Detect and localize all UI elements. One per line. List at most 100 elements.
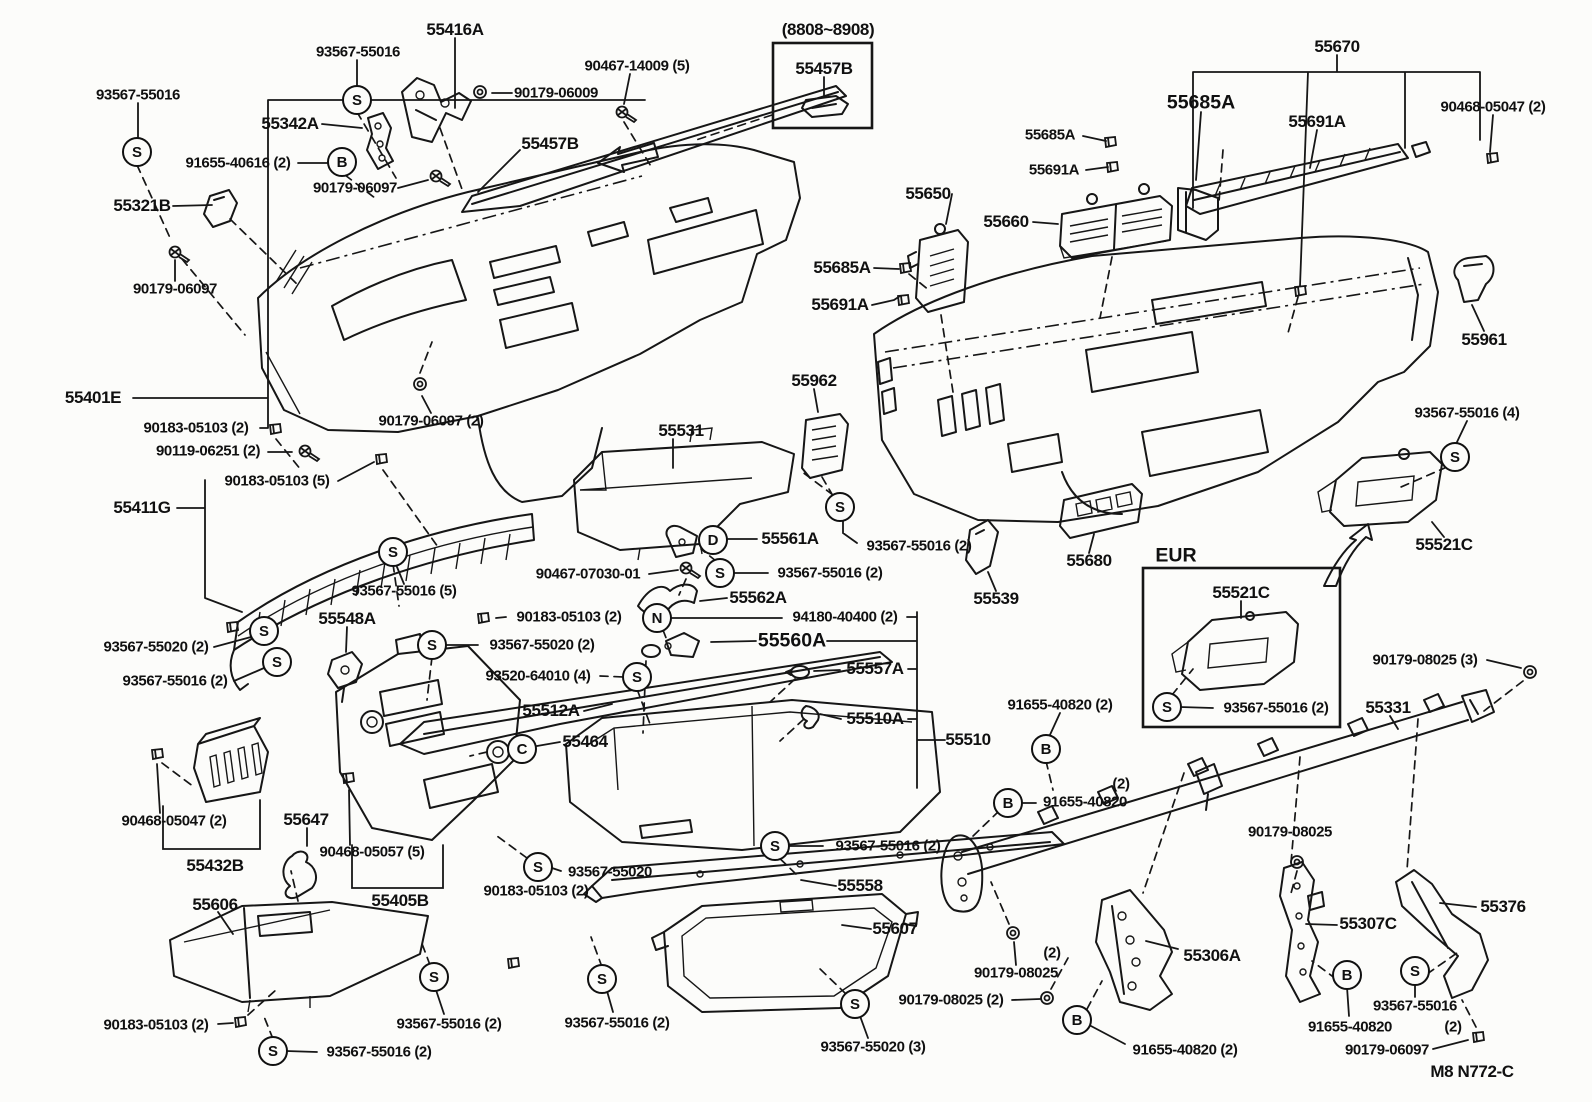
part-number-label: 55685A <box>1166 91 1236 114</box>
fastener-part-number: 93520-64010 (4) <box>485 667 591 685</box>
part-number-label: 55401E <box>64 388 122 407</box>
part-number-label: 55539 <box>973 589 1019 608</box>
part-55531-upper-tray <box>573 427 795 561</box>
fastener-callout-b: B <box>327 147 357 177</box>
part-number-label: 55691A <box>811 295 869 314</box>
part-55510a-clip <box>800 705 820 730</box>
fastener-part-number: 93567-55020 <box>567 863 653 881</box>
fastener-part-number: 90183-05103 (2) <box>483 882 589 900</box>
part-55670-defroster-garnish <box>1177 141 1431 241</box>
part-number-label: 55321B <box>113 196 171 215</box>
curved-arrow-icon <box>1323 523 1373 587</box>
fastener-part-number: 93567-55016 (2) <box>866 537 972 555</box>
part-number-label: 55411G <box>113 498 171 517</box>
part-55416a-bracket <box>401 77 472 143</box>
fastener-callout-s: S <box>1440 442 1470 472</box>
fastener-callout-s: S <box>378 537 408 567</box>
fastener-part-number: 93567-55016 (4) <box>1414 404 1520 422</box>
fastener-part-number: 93567-55020 (2) <box>489 636 595 654</box>
part-number-label: 55521C <box>1415 535 1473 554</box>
part-55607-glove-box-door <box>651 893 919 1013</box>
fastener-callout-s: S <box>419 962 449 992</box>
part-number-label: 55561A <box>761 529 819 548</box>
part-55376-brace <box>1395 869 1489 999</box>
fastener-callout-s: S <box>1152 692 1182 722</box>
fastener-part-number: 93567-55016 <box>1372 997 1458 1015</box>
region-variant-note: EUR <box>1155 544 1197 567</box>
part-55510-glove-box <box>565 699 941 851</box>
fastener-part-number: 90179-06097 <box>312 179 398 197</box>
part-55561a-check <box>665 524 698 558</box>
fastener-part-number: 90179-06097 (2) <box>378 412 484 430</box>
part-55432b-vent-grille <box>193 717 269 803</box>
part-55521c-eur-box <box>1171 611 1299 691</box>
fastener-part-number: 90119-06251 (2) <box>155 442 261 460</box>
part-55647-clip <box>282 850 317 899</box>
eur-variant-box <box>1141 566 1342 729</box>
fastener-part-number: 93567-55020 (2) <box>103 638 209 656</box>
part-55521c-box <box>1317 448 1443 527</box>
part-number-label: 55432B <box>186 856 244 875</box>
fastener-part-number: 90179-06097 <box>132 280 218 298</box>
part-55548a-bracket <box>327 651 363 703</box>
part-55512a-reinforcement <box>399 651 893 755</box>
part-55961-cap <box>1453 255 1495 303</box>
part-55401e-instrument-panel <box>257 143 801 503</box>
part-number-label: 55660 <box>983 212 1029 231</box>
part-number-label: 55961 <box>1461 330 1507 349</box>
part-number-label: 55331 <box>1365 698 1411 717</box>
part-number-label: 55606 <box>192 895 238 914</box>
part-number-label: 55691A <box>1288 112 1346 131</box>
production-range-note: (8808~8908) <box>781 20 875 39</box>
fastener-part-number: 91655-40616 (2) <box>185 154 291 172</box>
fastener-part-number: 91655-40820 (2) <box>1132 1041 1238 1059</box>
part-number-label: 55306A <box>1183 946 1241 965</box>
part-number-label: 55510A <box>846 709 904 728</box>
part-number-label: 55548A <box>318 609 376 628</box>
fastener-callout-s: S <box>705 558 735 588</box>
fastener-part-number: 93567-55016 (5) <box>351 582 457 600</box>
fastener-part-number: 93567-55016 <box>95 86 181 104</box>
part-55457b-pad <box>801 95 849 118</box>
part-55405b-cluster-finish-panel <box>335 633 521 841</box>
part-55962-side-register <box>801 413 849 479</box>
part-55557a-lamp <box>785 665 810 679</box>
part-number-label: 55670 <box>1314 37 1360 56</box>
part-number-label: 55510 <box>945 730 991 749</box>
part-55307c-brace <box>1279 861 1325 1003</box>
part-55539-bracket <box>965 519 999 575</box>
part-number-label: 55307C <box>1339 914 1397 933</box>
part-55306a-brace <box>1095 889 1173 1011</box>
fastener-part-number: 90183-05103 (2) <box>143 419 249 437</box>
part-number-label: 55531 <box>658 421 704 440</box>
part-number-label: 55464 <box>562 732 608 751</box>
fastener-part-number: 93567-55016 (2) <box>564 1014 670 1032</box>
fastener-part-number: 93567-55016 (2) <box>777 564 883 582</box>
fastener-part-number: 91655-40820 <box>1042 793 1128 811</box>
part-55650-register <box>907 223 969 313</box>
fastener-callout-s: S <box>760 831 790 861</box>
fastener-callout-b: B <box>1031 734 1061 764</box>
fastener-part-number: 90179-08025 <box>1247 823 1333 841</box>
sheet-code: M8 N772-C <box>1430 1062 1514 1081</box>
fastener-callout-b: B <box>993 788 1023 818</box>
part-55660-center-register <box>1059 183 1173 259</box>
fastener-part-number: 93567-55016 (2) <box>835 837 941 855</box>
part-55680-switch-panel <box>1059 483 1143 539</box>
fastener-part-number: 91655-40820 (2) <box>1007 696 1113 714</box>
fastener-callout-d: D <box>698 525 728 555</box>
fastener-callout-s: S <box>622 662 652 692</box>
fastener-part-number: 94180-40400 (2) <box>792 608 898 626</box>
fastener-part-number: 90468-05057 (5) <box>319 843 425 861</box>
fastener-callout-b: B <box>1062 1005 1092 1035</box>
part-55457b-moulding <box>461 85 847 213</box>
part-number-label: 55557A <box>846 659 904 678</box>
fastener-part-number: 93567-55016 (2) <box>326 1043 432 1061</box>
fastener-part-number: 90467-14009 (5) <box>584 57 690 75</box>
part-number-label: 55558 <box>837 876 883 895</box>
fastener-callout-s: S <box>417 630 447 660</box>
production-range-box <box>771 41 874 130</box>
part-number-label: 55560A <box>757 629 827 652</box>
